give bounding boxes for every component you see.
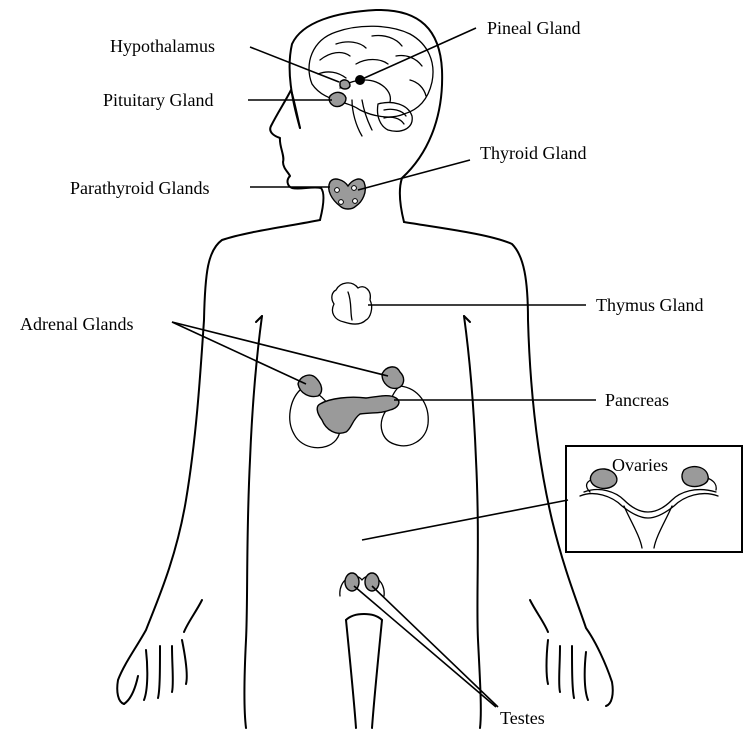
- label-hypothalamus: Hypothalamus: [110, 36, 215, 56]
- thyroid-gland: [328, 178, 366, 210]
- kidney-right: [380, 385, 429, 447]
- ovary-right: [681, 465, 709, 488]
- thymus-gland: [331, 282, 373, 325]
- label-testes: Testes: [500, 708, 545, 728]
- body-outline: [116, 8, 614, 729]
- parathyroid-gland: [352, 198, 358, 204]
- label-pituitary-gland: Pituitary Gland: [103, 90, 214, 110]
- label-adrenal-glands: Adrenal Glands: [20, 314, 134, 334]
- brain: [308, 25, 434, 137]
- parathyroid-gland: [334, 187, 340, 193]
- parathyroid-gland: [338, 199, 344, 205]
- label-thyroid-gland: Thyroid Gland: [480, 143, 587, 163]
- ovaries-inset: [565, 445, 743, 553]
- label-ovaries: Ovaries: [612, 455, 668, 475]
- adrenal-gland-right: [381, 366, 405, 390]
- leader-lines: [171, 27, 596, 708]
- hypothalamus-gland: [339, 79, 351, 90]
- ovary-left: [589, 468, 618, 490]
- pituitary-gland: [328, 91, 347, 108]
- pancreas: [316, 395, 400, 434]
- adrenal-gland-left: [297, 374, 323, 398]
- label-pineal-gland: Pineal Gland: [487, 18, 581, 38]
- label-thymus-gland: Thymus Gland: [596, 295, 704, 315]
- label-pancreas: Pancreas: [605, 390, 669, 410]
- label-parathyroid-glands: Parathyroid Glands: [70, 178, 210, 198]
- parathyroid-gland: [351, 185, 357, 191]
